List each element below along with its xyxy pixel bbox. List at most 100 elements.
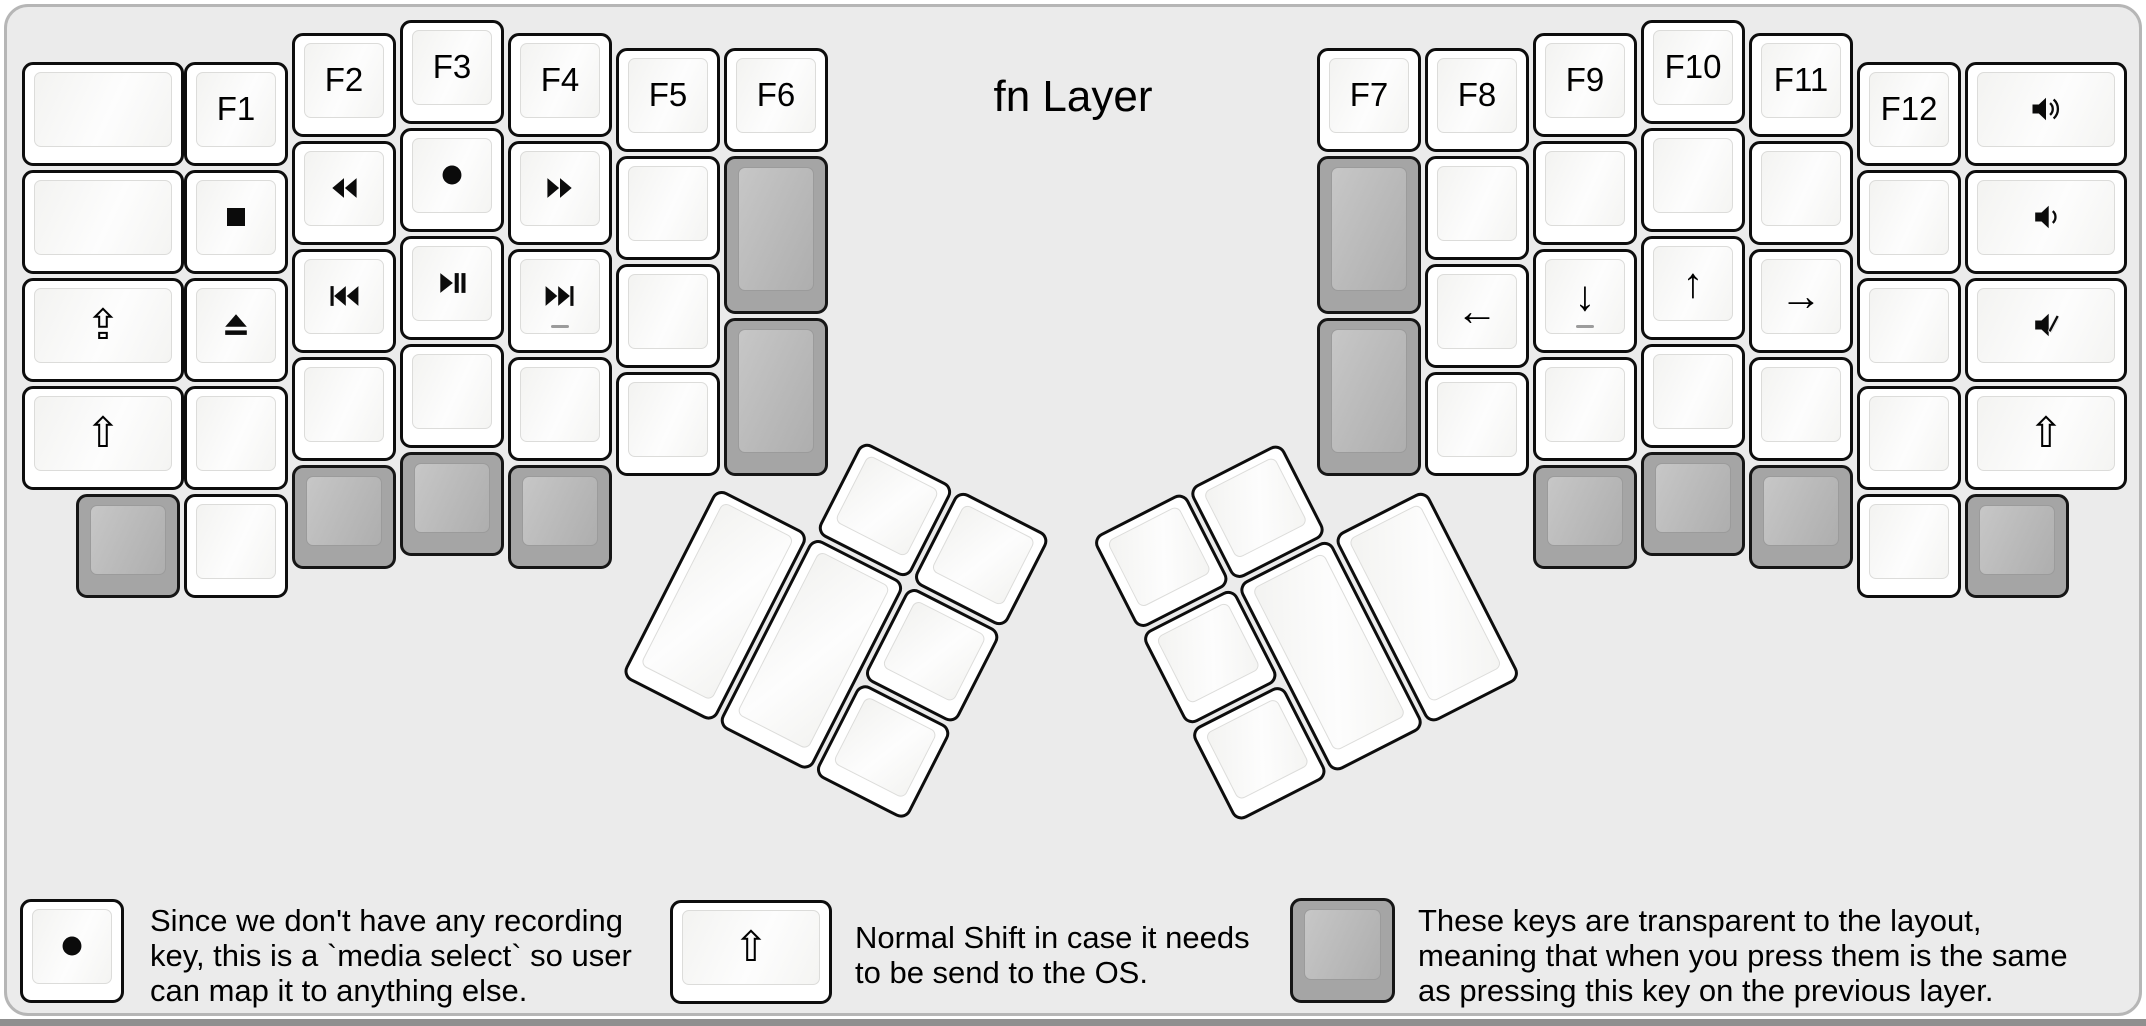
- keycap-surface: [1653, 138, 1733, 213]
- keycap-surface: [1869, 180, 1949, 255]
- key-f7[interactable]: F7: [1317, 48, 1421, 152]
- legend-line: as pressing this key on the previous lay…: [1418, 973, 1994, 1008]
- stop-key[interactable]: [184, 170, 288, 274]
- shift-key[interactable]: ⇧: [1965, 386, 2127, 490]
- key-f2[interactable]: F2: [292, 33, 396, 137]
- keycap-surface: [1761, 43, 1841, 118]
- transparent-key[interactable]: [1317, 156, 1421, 314]
- blank-key[interactable]: [1641, 128, 1745, 232]
- blank-key[interactable]: [1425, 372, 1529, 476]
- fast-forward-key[interactable]: [508, 141, 612, 245]
- blank-key[interactable]: [184, 494, 288, 598]
- keycap-surface: [1545, 43, 1625, 118]
- key-f3[interactable]: F3: [400, 20, 504, 124]
- keycap-surface: [736, 58, 816, 133]
- legend-line: to be send to the OS.: [855, 955, 1148, 990]
- rewind-key[interactable]: [292, 141, 396, 245]
- shift-key[interactable]: ⇧: [670, 900, 832, 1004]
- transparent-key[interactable]: [724, 156, 828, 314]
- legend-line: meaning that when you press them is the …: [1418, 938, 2068, 973]
- transparent-key[interactable]: [400, 452, 504, 556]
- key-f10[interactable]: F10: [1641, 20, 1745, 124]
- transparent-key[interactable]: [76, 494, 180, 598]
- arrow-right-key[interactable]: →: [1749, 249, 1853, 353]
- arrow-down-key[interactable]: ↓: [1533, 249, 1637, 353]
- blank-key[interactable]: [22, 62, 184, 166]
- key-f9[interactable]: F9: [1533, 33, 1637, 137]
- next-track-key[interactable]: [508, 249, 612, 353]
- caps-shift-icon: ⇪: [85, 301, 121, 348]
- keycap-surface: [1545, 367, 1625, 442]
- shift-key[interactable]: ⇧: [22, 386, 184, 490]
- arrow-up-icon: ↑: [1682, 259, 1704, 306]
- transparent-key[interactable]: [1641, 452, 1745, 556]
- transparent-key[interactable]: [1290, 898, 1395, 1003]
- keycap-surface: [34, 288, 172, 363]
- volume-up-key[interactable]: [1965, 62, 2127, 166]
- blank-key[interactable]: [1857, 494, 1961, 598]
- blank-key[interactable]: [1749, 141, 1853, 245]
- arrow-left-key[interactable]: ←: [1425, 264, 1529, 368]
- key-f4[interactable]: F4: [508, 33, 612, 137]
- play-pause-key[interactable]: [400, 236, 504, 340]
- transparent-key[interactable]: [1317, 318, 1421, 476]
- blank-key[interactable]: [616, 264, 720, 368]
- keycap-surface: [412, 354, 492, 429]
- key-f11[interactable]: F11: [1749, 33, 1853, 137]
- blank-key[interactable]: [184, 386, 288, 490]
- blank-key[interactable]: [508, 357, 612, 461]
- keycap-surface: [1653, 30, 1733, 105]
- legend-line: key, this is a `media select` so user: [150, 938, 632, 973]
- keycap-surface: [1437, 166, 1517, 241]
- blank-key[interactable]: [400, 344, 504, 448]
- caps-shift-key[interactable]: ⇪: [22, 278, 184, 382]
- blank-key[interactable]: [1857, 386, 1961, 490]
- key-label: F5: [648, 76, 688, 113]
- record-key[interactable]: [400, 128, 504, 232]
- blank-key[interactable]: [292, 357, 396, 461]
- keycap-surface: [628, 274, 708, 349]
- keycap-surface: [1331, 329, 1407, 453]
- blank-key[interactable]: [616, 156, 720, 260]
- blank-key[interactable]: [22, 170, 184, 274]
- prev-track-key[interactable]: [292, 249, 396, 353]
- key-f5[interactable]: F5: [616, 48, 720, 152]
- key-f6[interactable]: F6: [724, 48, 828, 152]
- blank-key[interactable]: [1641, 344, 1745, 448]
- transparent-key[interactable]: [508, 465, 612, 569]
- transparent-key[interactable]: [1533, 465, 1637, 569]
- key-f1[interactable]: F1: [184, 62, 288, 166]
- transparent-key[interactable]: [292, 465, 396, 569]
- keycap-surface: [1331, 167, 1407, 291]
- legend-line: can map it to anything else.: [150, 973, 528, 1008]
- blank-key[interactable]: [1749, 357, 1853, 461]
- arrow-up-key[interactable]: ↑: [1641, 236, 1745, 340]
- mute-key[interactable]: [1965, 278, 2127, 382]
- keycap-surface: [196, 180, 276, 255]
- transparent-key[interactable]: [724, 318, 828, 476]
- key-label: F10: [1664, 48, 1722, 85]
- keycap-surface: [1304, 909, 1381, 980]
- transparent-key[interactable]: [1965, 494, 2069, 598]
- blank-key[interactable]: [616, 372, 720, 476]
- key-f12[interactable]: F12: [1857, 62, 1961, 166]
- key-f8[interactable]: F8: [1425, 48, 1529, 152]
- blank-key[interactable]: [1857, 278, 1961, 382]
- record-key[interactable]: [20, 899, 124, 1003]
- blank-key[interactable]: [1533, 141, 1637, 245]
- keycap-surface: [90, 505, 166, 575]
- shift-icon: ⇧: [733, 923, 769, 970]
- blank-key[interactable]: [1533, 357, 1637, 461]
- keycap-surface: [628, 166, 708, 241]
- keycap-surface: [34, 396, 172, 471]
- keycap-surface: [1869, 72, 1949, 147]
- volume-down-key[interactable]: [1965, 170, 2127, 274]
- transparent-key[interactable]: [1749, 465, 1853, 569]
- eject-key[interactable]: [184, 278, 288, 382]
- blank-key[interactable]: [1857, 170, 1961, 274]
- blank-key[interactable]: [1425, 156, 1529, 260]
- keycap-surface: [1761, 259, 1841, 334]
- keycap-surface: [1653, 246, 1733, 321]
